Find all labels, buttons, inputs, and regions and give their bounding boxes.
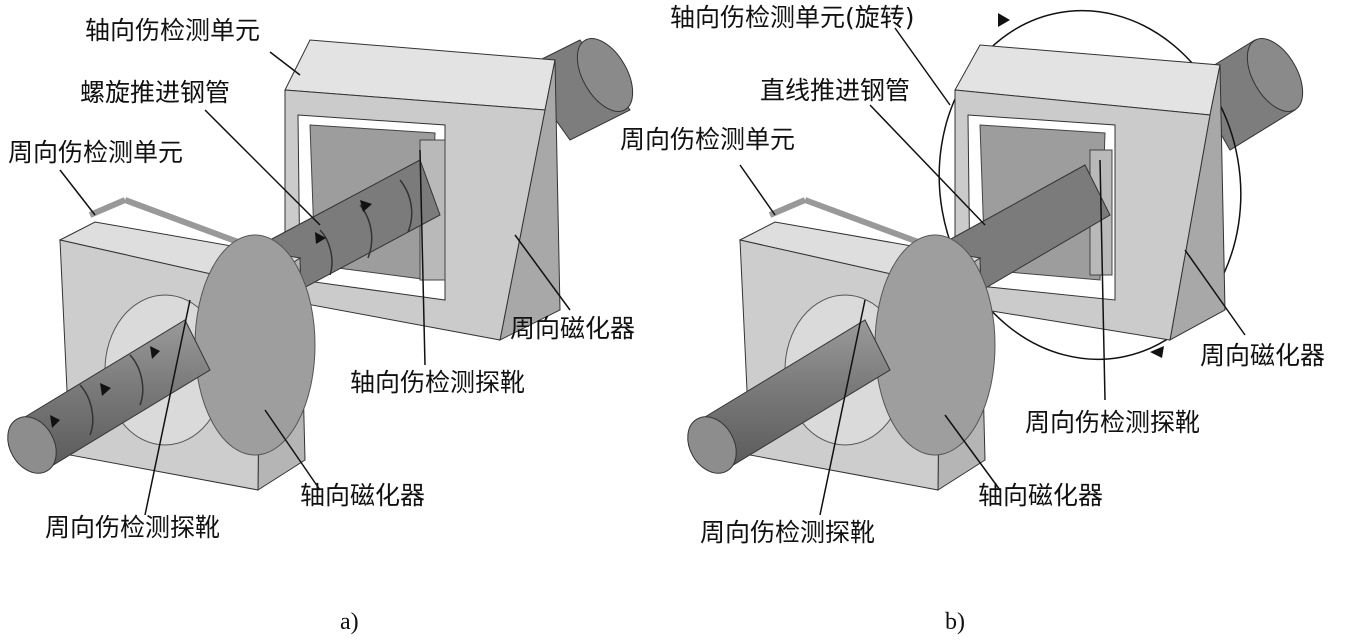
label-circ-probe-a: 周向伤检测探靴	[45, 513, 221, 542]
label-axial-unit-a: 轴向伤检测单元	[85, 16, 261, 45]
label-circ-unit-a: 周向伤检测单元	[8, 138, 184, 167]
label-axial-probe-a: 轴向伤检测探靴	[350, 368, 526, 397]
rotation-arrow-top	[998, 13, 1010, 27]
caption-b: b)	[945, 609, 965, 635]
panel-b	[687, 9, 1304, 516]
label-circ-unit-b: 周向伤检测单元	[620, 125, 796, 154]
label-straight-pipe-b: 直线推进钢管	[760, 76, 911, 105]
pipe-b-near	[687, 319, 891, 474]
label-axial-unit-rot-b: 轴向伤检测单元(旋转)	[670, 3, 915, 32]
leader-lines-b	[739, 27, 1246, 516]
label-spiral-pipe-a: 螺旋推进钢管	[80, 78, 231, 107]
panel-a	[7, 38, 634, 516]
label-axial-magnetizer-a: 轴向磁化器	[300, 481, 426, 510]
label-axial-magnetizer-b: 轴向磁化器	[978, 481, 1104, 510]
leader-lines-a	[59, 51, 571, 516]
rotation-arrow-bottom	[1150, 346, 1164, 358]
rotation-ellipse-b	[938, 9, 1242, 361]
label-circ-probe-right-b: 周向伤检测探靴	[1025, 408, 1201, 437]
label-circ-magnetizer-a: 周向磁化器	[510, 314, 636, 343]
label-circ-magnetizer-b: 周向磁化器	[1200, 341, 1326, 370]
caption-a: a)	[340, 609, 359, 635]
pipe-a-near	[7, 319, 211, 474]
label-circ-probe-bottom-b: 周向伤检测探靴	[700, 518, 876, 547]
